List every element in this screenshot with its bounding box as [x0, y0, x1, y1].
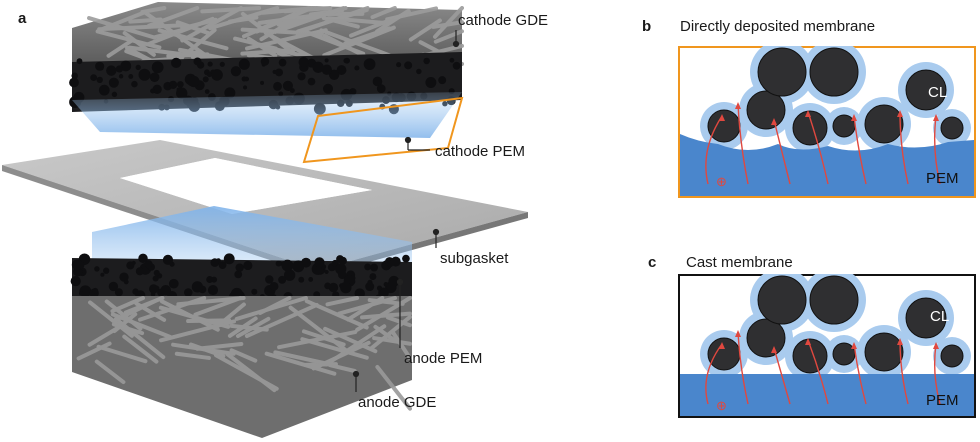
panel-b-pem-label: PEM [926, 170, 959, 187]
panel-b-title: Directly deposited membrane [680, 18, 876, 35]
label-anode-pem: anode PEM [404, 350, 483, 367]
label-leaders [352, 30, 460, 392]
cathode-pem-highlight [302, 96, 464, 164]
proton-path-arrow [807, 339, 829, 405]
proton-path-arrow [737, 103, 749, 185]
label-subgasket: subgasket [440, 250, 509, 267]
panel-c-title: Cast membrane [686, 254, 793, 271]
catalyst-particle [707, 109, 741, 143]
label-anode-gde: anode GDE [358, 394, 437, 411]
proton-path-arrow [737, 331, 749, 405]
proton-path-arrow [807, 111, 829, 185]
arrow-head [719, 114, 725, 121]
arrow-head [805, 338, 811, 345]
catalyst-particle [792, 338, 828, 374]
anode-gde-block [70, 206, 412, 438]
arrow-head [735, 102, 741, 109]
proton-path-arrow [899, 111, 909, 185]
catalyst-particle [905, 69, 947, 111]
directly-deposited-membrane-schematic [678, 46, 976, 198]
catalyst-particle [940, 344, 964, 368]
arrow-head [719, 342, 725, 349]
catalyst-particle [707, 337, 741, 371]
catalyst-particle [940, 116, 964, 140]
proton-path-arrow [705, 115, 723, 185]
arrow-head [735, 330, 741, 337]
catalyst-particle [809, 47, 859, 97]
panel-b-letter: b [642, 18, 652, 35]
proton-path-arrow [853, 343, 867, 405]
cathode-gde-block [69, 2, 464, 138]
arrow-head [897, 110, 903, 117]
catalyst-particle [864, 104, 904, 144]
arrow-head [771, 118, 777, 125]
panel-c-cl-label: CL [930, 308, 950, 325]
panel-c-letter: c [648, 254, 657, 271]
arrow-head [851, 114, 857, 121]
proton-path-arrow [705, 343, 723, 405]
panel-c-proton-symbol: ⊕ [716, 398, 727, 413]
arrow-head [933, 342, 939, 349]
proton-path-arrow [933, 115, 941, 185]
catalyst-particle [746, 90, 786, 130]
catalyst-particle [746, 318, 786, 358]
cast-membrane-layer [680, 374, 974, 416]
panel-c-pem-label: PEM [926, 392, 959, 409]
arrow-head [805, 110, 811, 117]
panel-a-letter: a [18, 10, 27, 27]
proton-path-arrow [853, 115, 867, 185]
proton-path-arrow [933, 343, 941, 405]
catalyst-particle [905, 297, 947, 339]
proton-path-arrow [899, 339, 909, 405]
arrow-head [897, 338, 903, 345]
exploded-mea-diagram [2, 2, 528, 438]
proton-path-arrow [773, 119, 791, 185]
label-cathode-gde: cathode GDE [458, 12, 549, 29]
cast-membrane-schematic [678, 274, 976, 418]
arrow-head [771, 346, 777, 353]
catalyst-particle [832, 114, 856, 138]
deposited-membrane-layer [680, 134, 974, 196]
arrow-head [851, 342, 857, 349]
catalyst-particle [809, 275, 859, 325]
catalyst-particle [757, 47, 807, 97]
catalyst-particle [864, 332, 904, 372]
panel-b-cl-label: CL [928, 84, 948, 101]
label-cathode-pem: cathode PEM [435, 143, 526, 160]
catalyst-particle [832, 342, 856, 366]
arrow-head [933, 114, 939, 121]
catalyst-particle [792, 110, 828, 146]
catalyst-particle [757, 275, 807, 325]
panel-b-proton-symbol: ⊕ [716, 174, 727, 189]
